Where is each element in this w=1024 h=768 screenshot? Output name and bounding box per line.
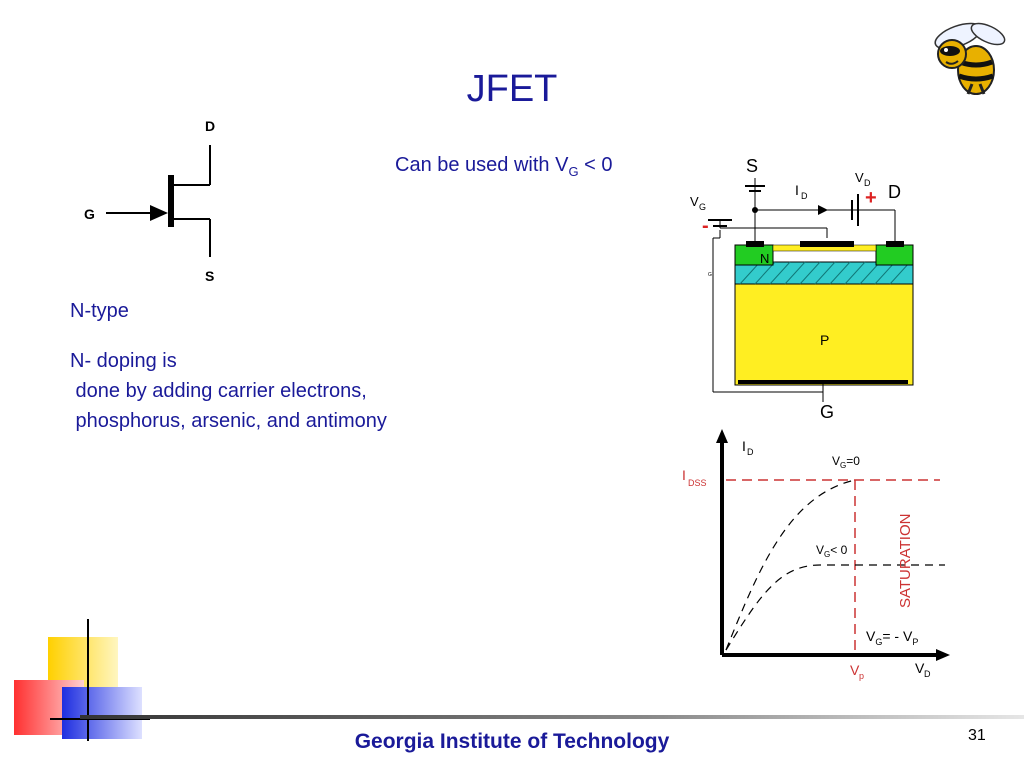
y-axis-label: I <box>742 438 746 454</box>
jfet-symbol: D G S <box>84 118 215 284</box>
yellow-jacket-mascot-logo <box>934 22 1006 95</box>
usage-note-suffix: < 0 <box>578 154 613 176</box>
p-substrate <box>734 282 914 386</box>
drain-terminal-label: D <box>888 182 901 202</box>
n-region-label: N <box>760 251 769 266</box>
curve-vgvp-label: VG= - VP <box>866 628 918 647</box>
gate-arrow-icon <box>150 205 168 221</box>
curve-vg0 <box>725 479 856 651</box>
drain-label: D <box>205 118 215 134</box>
x-axis-arrow-icon <box>936 649 950 661</box>
vp-label: V <box>850 662 860 678</box>
slide-title: JFET <box>466 68 558 110</box>
usage-note-text: Can be used with V <box>395 154 569 176</box>
curve-vg-negative <box>725 564 945 651</box>
minus-sign: - <box>702 215 709 237</box>
x-axis-sub: D <box>924 669 931 679</box>
plus-sign: + <box>865 187 877 209</box>
y-axis-arrow-icon <box>716 429 728 443</box>
n-channel <box>734 261 914 285</box>
page-number: 31 <box>968 727 986 744</box>
vd-label: V <box>855 170 864 185</box>
curve-vg0-label: VG=0 <box>832 454 860 470</box>
decorative-corner-graphic <box>14 619 150 741</box>
usage-note: Can be used with VG < 0 <box>395 154 612 179</box>
id-sub: D <box>801 191 808 201</box>
usage-note-sub: G <box>568 164 579 179</box>
n-drain-region <box>875 244 914 266</box>
curve-vgneg-label: VG< 0 <box>816 543 848 559</box>
idss-label: I <box>682 467 686 483</box>
vg-sub: G <box>699 202 706 212</box>
bullet-ntype: N-type <box>70 300 129 322</box>
idss-sub: DSS <box>688 478 707 488</box>
small-g-label: G <box>708 272 712 278</box>
bullet-doping-line1: done by adding carrier electrons, <box>70 380 367 402</box>
id-label: I <box>795 182 799 198</box>
saturation-label: SATURATION <box>897 514 914 608</box>
gate-terminal-label: G <box>820 402 834 422</box>
p-region-label: P <box>820 332 829 348</box>
vp-sub: p <box>859 671 864 681</box>
footer-divider <box>80 715 1024 719</box>
footer-institution: Georgia Institute of Technology <box>354 730 670 753</box>
vg-label: V <box>690 194 699 209</box>
bullet-doping-heading: N- doping is <box>70 350 177 372</box>
x-axis-label: V <box>915 660 925 676</box>
vd-sub: D <box>864 178 871 188</box>
source-terminal-label: S <box>746 156 758 176</box>
source-label: S <box>205 268 214 284</box>
jfet-cross-section-diagram: S D G I D V D V G + - N P G <box>690 156 914 422</box>
y-axis-sub: D <box>747 447 754 457</box>
gate-label: G <box>84 206 95 222</box>
iv-characteristic-plot: I D V D I DSS V p VG=0 VG< 0 VG= - VP SA… <box>682 429 950 681</box>
bullet-doping-line2: phosphorus, arsenic, and antimony <box>70 410 387 432</box>
channel-bar <box>168 175 174 227</box>
current-arrow-icon <box>818 205 828 215</box>
